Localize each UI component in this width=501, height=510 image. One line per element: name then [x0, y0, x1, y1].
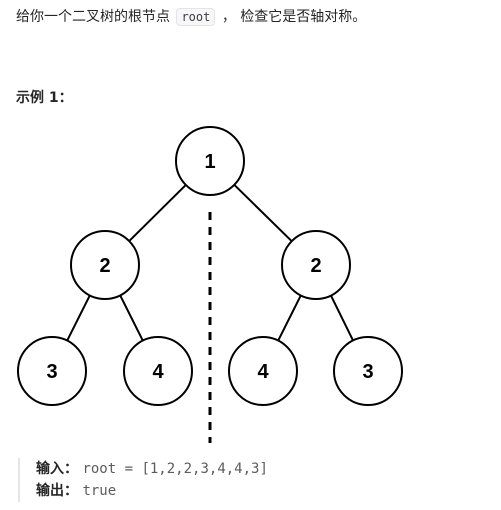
- tree-node-n2l: 2: [70, 230, 140, 300]
- tree-node-circle: [70, 230, 140, 300]
- problem-text-after: ， 检查它是否轴对称。: [221, 9, 367, 25]
- tree-edge: [128, 184, 187, 242]
- tree-edge: [66, 294, 91, 342]
- tree-node-n4rl: 4: [228, 336, 298, 406]
- inline-code-root: root: [176, 8, 216, 26]
- tree-node-value: 2: [310, 255, 321, 277]
- tree-edge: [277, 294, 302, 342]
- tree-node-circle: [281, 230, 351, 300]
- tree-node-value: 1: [204, 151, 215, 173]
- tree-node-value: 3: [362, 361, 373, 383]
- tree-edge: [119, 294, 144, 342]
- tree-edge: [330, 295, 354, 341]
- tree-node-circle: [17, 336, 87, 406]
- tree-node-n1: 1: [175, 126, 245, 196]
- tree-node-n2r: 2: [281, 230, 351, 300]
- tree-node-circle: [333, 336, 403, 406]
- tree-node-circle: [175, 126, 245, 196]
- problem-text-before: 给你一个二叉树的根节点: [16, 9, 170, 25]
- tree-node-n3rr: 3: [333, 336, 403, 406]
- output-line: 输出： true: [36, 480, 501, 502]
- tree-node-value: 4: [257, 361, 269, 383]
- binary-tree-diagram: 1 2 2 3 4 4 3: [17, 126, 403, 443]
- tree-node-value: 4: [152, 361, 164, 383]
- tree-node-value: 3: [46, 361, 57, 383]
- output-label: 输出：: [36, 483, 78, 499]
- tree-node-n3ll: 3: [17, 336, 87, 406]
- input-value: root = [1,2,2,3,4,4,3]: [82, 461, 268, 477]
- example-title: 示例 1：: [16, 90, 73, 106]
- tree-node-value: 2: [99, 255, 110, 277]
- tree-node-circle: [123, 336, 193, 406]
- tree-node-n4lr: 4: [123, 336, 193, 406]
- output-value: true: [82, 483, 117, 499]
- problem-statement: 给你一个二叉树的根节点 root ， 检查它是否轴对称。: [16, 6, 366, 28]
- input-line: 输入： root = [1,2,2,3,4,4,3]: [36, 458, 501, 480]
- tree-edge: [233, 184, 293, 242]
- example-io-block: 输入： root = [1,2,2,3,4,4,3] 输出： true: [18, 458, 501, 502]
- tree-node-circle: [228, 336, 298, 406]
- input-label: 输入：: [36, 461, 78, 477]
